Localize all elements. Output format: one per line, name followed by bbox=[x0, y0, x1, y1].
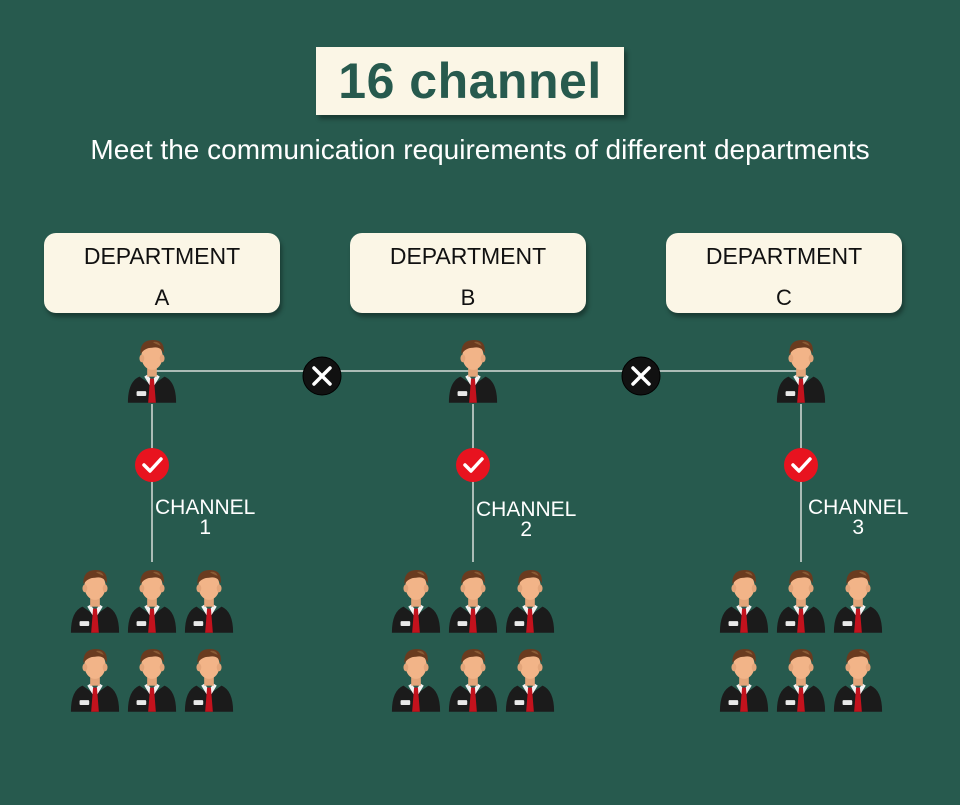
department-c-name: DEPARTMENT bbox=[705, 243, 863, 269]
department-b-member-person-icon bbox=[505, 570, 555, 633]
department-c-member-person-icon bbox=[833, 570, 883, 633]
department-a-member-person-icon bbox=[184, 649, 234, 712]
department-b-member-person-icon bbox=[448, 649, 498, 712]
department-b-member-person-icon bbox=[448, 570, 498, 633]
blocked-cross-icon-2 bbox=[621, 356, 661, 396]
channel-2-number: 2 bbox=[520, 518, 533, 541]
channel-2-word: CHANNEL bbox=[476, 498, 577, 521]
department-c-member-person-icon bbox=[833, 649, 883, 712]
department-a-letter: A bbox=[154, 285, 170, 310]
department-a-member-person-icon bbox=[184, 570, 234, 633]
department-b-member-person-icon bbox=[391, 649, 441, 712]
department-b-member-person-icon bbox=[505, 649, 555, 712]
department-b-member-person-icon bbox=[391, 570, 441, 633]
department-a-member-person-icon bbox=[70, 570, 120, 633]
channel-1-number: 1 bbox=[199, 516, 212, 539]
department-a-box: DEPARTMENT A bbox=[44, 233, 280, 313]
channel-3-label: CHANNEL 3 bbox=[808, 496, 909, 539]
department-a-member-person-icon bbox=[127, 649, 177, 712]
channel-2-label: CHANNEL 2 bbox=[476, 498, 577, 541]
department-a-checkmark-icon bbox=[135, 448, 169, 482]
subtitle: Meet the communication requirements of d… bbox=[90, 134, 870, 165]
title-box: 16 channel bbox=[316, 47, 624, 115]
department-c-box: DEPARTMENT C bbox=[666, 233, 902, 313]
channel-1-word: CHANNEL bbox=[155, 496, 256, 519]
channel-1-label: CHANNEL 1 bbox=[155, 496, 256, 539]
page-title: 16 channel bbox=[338, 53, 602, 109]
blocked-cross-icon-1 bbox=[302, 356, 342, 396]
department-c-checkmark-icon bbox=[784, 448, 818, 482]
department-c-member-person-icon bbox=[719, 649, 769, 712]
department-b-name: DEPARTMENT bbox=[389, 243, 547, 269]
department-a-name: DEPARTMENT bbox=[83, 243, 241, 269]
department-c-member-person-icon bbox=[719, 570, 769, 633]
department-c-letter: C bbox=[776, 285, 792, 310]
department-b-checkmark-icon bbox=[456, 448, 490, 482]
department-b-box: DEPARTMENT B bbox=[350, 233, 586, 313]
department-c-member-person-icon bbox=[776, 649, 826, 712]
channel-3-number: 3 bbox=[852, 516, 865, 539]
department-a-member-person-icon bbox=[127, 570, 177, 633]
department-a-member-person-icon bbox=[70, 649, 120, 712]
department-b-letter: B bbox=[460, 285, 476, 310]
channel-3-word: CHANNEL bbox=[808, 496, 909, 519]
department-c-member-person-icon bbox=[776, 570, 826, 633]
